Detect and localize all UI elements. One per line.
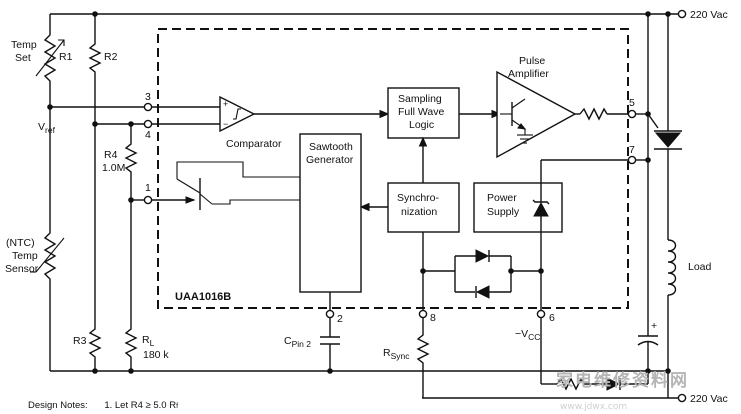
sampling-logic-block: Sampling Full Wave Logic bbox=[387, 87, 460, 139]
comparator-label: Comparator bbox=[226, 138, 282, 150]
load-inductor: Load bbox=[667, 239, 712, 296]
pin-3: 3 bbox=[145, 91, 151, 103]
pulse-amp-label-2: Amplifier bbox=[508, 68, 549, 80]
svg-text:−: − bbox=[223, 119, 228, 129]
bottom-resistor-diode bbox=[541, 371, 649, 391]
rsync-label: RSync bbox=[383, 347, 410, 361]
design-notes: Design Notes: 1. Let R4 ≥ 5.0 Rf bbox=[28, 400, 179, 411]
rl-value: 180 k bbox=[143, 349, 169, 361]
sampling-label-3: Logic bbox=[409, 119, 434, 131]
ic-outline bbox=[157, 28, 629, 309]
r3-resistor: R3 bbox=[73, 325, 102, 361]
r1-label: R1 bbox=[59, 51, 73, 63]
filter-capacitor: + bbox=[637, 320, 659, 346]
vref-label: Vref bbox=[38, 121, 56, 135]
watermark-cn: 家电维修资料网 bbox=[556, 371, 689, 391]
r4-resistor: R4 1.0M bbox=[102, 140, 138, 176]
watermark: 家电维修资料网 bbox=[556, 366, 689, 391]
cap-plus: + bbox=[651, 320, 657, 332]
r4-label: R4 bbox=[104, 149, 118, 161]
power-supply-block: Power Supply bbox=[473, 160, 563, 233]
pin-6: 5 bbox=[629, 97, 635, 109]
pin-4: 4 bbox=[145, 129, 151, 141]
r1-temp-set-resistor: Temp Set R1 bbox=[11, 30, 73, 88]
mains-top-label: 220 Vac bbox=[690, 9, 728, 21]
sync-label-2: nization bbox=[401, 206, 437, 218]
design-notes-line1: 1. Let R4 ≥ 5.0 R bbox=[104, 400, 177, 411]
r4-value: 1.0M bbox=[102, 162, 125, 174]
ntc-label-2: Temp bbox=[12, 250, 38, 262]
design-notes-heading: Design Notes: bbox=[28, 400, 88, 411]
pin-8: 8 bbox=[430, 312, 436, 324]
r2-resistor: R2 bbox=[88, 40, 118, 76]
pulse-amplifier-block: Pulse Amplifier bbox=[496, 55, 577, 159]
cpin2-capacitor: CPin 2 bbox=[284, 335, 340, 349]
anti-parallel-diodes bbox=[423, 249, 541, 299]
r3-label: R3 bbox=[73, 335, 87, 347]
watermark-url: www.jdwx.com bbox=[560, 402, 628, 412]
sync-label-1: Synchro- bbox=[397, 192, 440, 204]
temp-set-label-2: Set bbox=[15, 52, 31, 64]
pin-5: 6 bbox=[549, 312, 555, 324]
bottom-rail: 220 Vac bbox=[50, 368, 728, 405]
rl-label: RL bbox=[142, 334, 155, 348]
svg-text:+: + bbox=[223, 99, 228, 109]
mains-bottom-label: 220 Vac bbox=[690, 393, 728, 405]
ntc-label-1: (NTC) bbox=[6, 237, 35, 249]
comparator-block: + − Comparator bbox=[219, 95, 282, 150]
pulse-amp-label-1: Pulse bbox=[519, 55, 545, 67]
sampling-label-2: Full Wave bbox=[398, 106, 444, 118]
pin-1: 1 bbox=[145, 182, 151, 194]
load-label: Load bbox=[688, 261, 712, 273]
sawtooth-label-1: Sawtooth bbox=[309, 141, 353, 153]
top-rail: 220 Vac bbox=[50, 9, 728, 21]
power-label-2: Supply bbox=[487, 206, 520, 218]
vcc-label: −VCC bbox=[515, 328, 540, 342]
pin-2: 2 bbox=[337, 313, 343, 325]
power-label-1: Power bbox=[487, 192, 517, 204]
rsync-resistor: RSync bbox=[383, 332, 430, 366]
ic-name: UAA1016B bbox=[175, 291, 231, 303]
ntc-label-3: Sensor bbox=[5, 263, 39, 275]
ntc-temp-sensor: (NTC) Temp Sensor bbox=[5, 228, 65, 285]
pin1-transistor bbox=[152, 161, 300, 210]
pin-7: 7 bbox=[629, 144, 635, 156]
sampling-label-1: Sampling bbox=[398, 93, 442, 105]
temp-set-label-1: Temp bbox=[11, 39, 37, 51]
triac bbox=[647, 14, 682, 240]
sawtooth-generator-block: Sawtooth Generator bbox=[299, 133, 362, 293]
cpin2-label: CPin 2 bbox=[284, 335, 311, 349]
r2-label: R2 bbox=[104, 51, 118, 63]
rl-resistor: RL 180 k bbox=[124, 325, 169, 361]
synchronization-block: Synchro- nization bbox=[387, 182, 460, 233]
sawtooth-label-2: Generator bbox=[306, 154, 354, 166]
